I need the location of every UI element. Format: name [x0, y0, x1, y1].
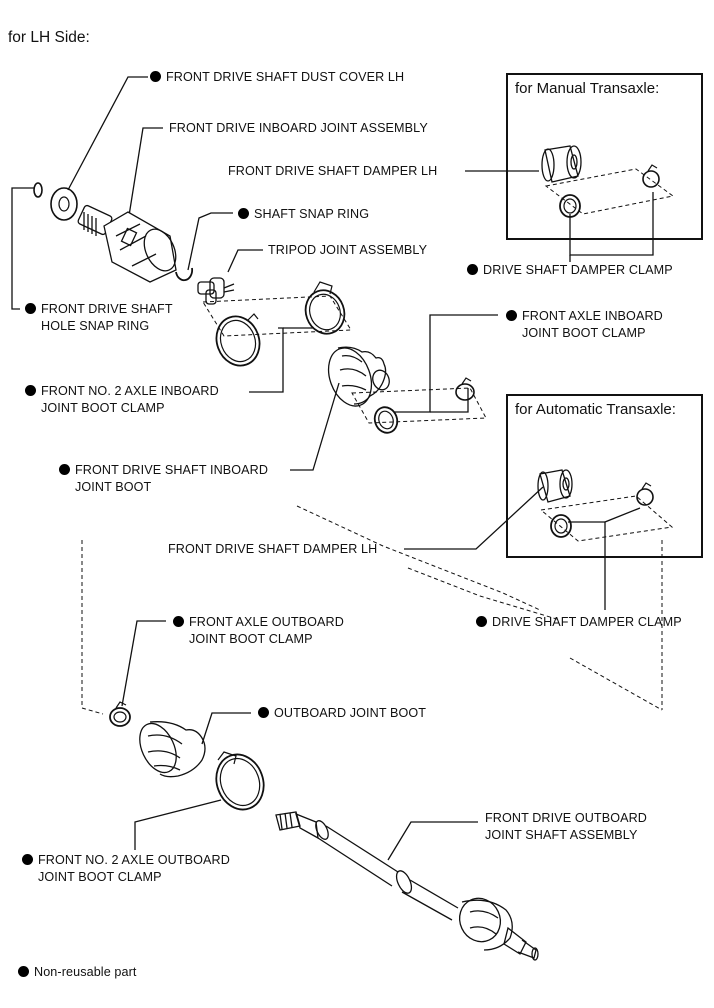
label-text: HOLE SNAP RING — [41, 319, 150, 333]
axle-outboard-clamp-part — [109, 701, 131, 727]
axle-inboard-clamp-part — [304, 281, 346, 335]
label-inboard-boot: FRONT DRIVE SHAFT INBOARD JOINT BOOT — [59, 462, 268, 496]
no2-outboard-clamp-part — [215, 751, 265, 811]
non-reusable-dot-icon — [173, 616, 184, 627]
label-text: DRIVE SHAFT DAMPER CLAMP — [492, 615, 682, 629]
label-text: FRONT DRIVE SHAFT — [41, 302, 173, 316]
label-text: FRONT DRIVE OUTBOARD — [485, 811, 647, 825]
label-text: FRONT DRIVE SHAFT INBOARD — [75, 463, 269, 477]
manual-damper-clamp-part — [559, 194, 581, 218]
leader-lines — [11, 76, 654, 861]
inboard-joint-part — [77, 204, 177, 283]
label-text: FRONT AXLE INBOARD — [522, 309, 663, 323]
non-reusable-dot-icon — [238, 208, 249, 219]
non-reusable-dot-icon — [25, 303, 36, 314]
label-text: JOINT SHAFT ASSEMBLY — [485, 828, 638, 842]
label-text: FRONT DRIVE SHAFT DAMPER LH — [168, 542, 378, 556]
outboard-joint-boot-part — [139, 721, 206, 778]
label-damper-lh-auto: FRONT DRIVE SHAFT DAMPER LH — [168, 541, 377, 558]
label-text: FRONT AXLE OUTBOARD — [189, 615, 344, 629]
automatic-transaxle-title: for Automatic Transaxle: — [515, 401, 676, 418]
non-reusable-dot-icon — [476, 616, 487, 627]
label-axle-outboard-clamp: FRONT AXLE OUTBOARD JOINT BOOT CLAMP — [173, 614, 344, 648]
non-reusable-dot-icon — [258, 707, 269, 718]
manual-transaxle-box: for Manual Transaxle: — [506, 73, 703, 240]
label-text: JOINT BOOT CLAMP — [41, 401, 165, 415]
label-text: JOINT BOOT CLAMP — [522, 326, 646, 340]
auto-damper-clamp-part — [550, 514, 572, 538]
diagram-heading: for LH Side: — [8, 29, 90, 46]
label-no2-inboard-clamp: FRONT NO. 2 AXLE INBOARD JOINT BOOT CLAM… — [25, 383, 219, 417]
auto-damper-part — [537, 469, 573, 503]
label-text: OUTBOARD JOINT BOOT — [274, 706, 427, 720]
label-tripod-joint: TRIPOD JOINT ASSEMBLY — [268, 242, 427, 259]
label-damper-lh-manual: FRONT DRIVE SHAFT DAMPER LH — [228, 163, 437, 180]
non-reusable-dot-icon — [59, 464, 70, 475]
non-reusable-dot-icon — [506, 310, 517, 321]
label-text: JOINT BOOT CLAMP — [38, 870, 162, 884]
label-outboard-boot: OUTBOARD JOINT BOOT — [258, 705, 426, 722]
non-reusable-dot-icon — [18, 966, 29, 977]
axle-inboard-small-clamp-part — [373, 406, 399, 434]
no2-inboard-clamp-part — [215, 313, 261, 367]
hole-snap-ring-part — [33, 182, 43, 198]
label-text: TRIPOD JOINT ASSEMBLY — [268, 243, 428, 257]
non-reusable-dot-icon — [150, 71, 161, 82]
label-text: FRONT DRIVE SHAFT DUST COVER LH — [166, 70, 405, 84]
label-text: JOINT BOOT — [75, 480, 152, 494]
legend-text: Non-reusable part — [34, 965, 137, 979]
auto-clip-part — [636, 482, 654, 506]
tripod-joint-part — [197, 277, 235, 305]
label-text: SHAFT SNAP RING — [254, 207, 370, 221]
outboard-shaft-part — [275, 811, 539, 961]
label-damper-clamp-auto: DRIVE SHAFT DAMPER CLAMP — [476, 614, 682, 631]
shaft-snap-ring-part — [175, 267, 194, 282]
label-outboard-shaft: FRONT DRIVE OUTBOARD JOINT SHAFT ASSEMBL… — [485, 810, 647, 844]
label-axle-inboard-clamp: FRONT AXLE INBOARD JOINT BOOT CLAMP — [506, 308, 663, 342]
label-damper-clamp-manual: DRIVE SHAFT DAMPER CLAMP — [467, 262, 673, 279]
axle-inboard-clip-part — [455, 377, 475, 401]
label-hole-snap-ring: FRONT DRIVE SHAFT HOLE SNAP RING — [25, 301, 173, 335]
non-reusable-dot-icon — [22, 854, 33, 865]
manual-transaxle-title: for Manual Transaxle: — [515, 80, 660, 97]
label-dust-cover: FRONT DRIVE SHAFT DUST COVER LH — [150, 69, 404, 86]
label-shaft-snap-ring: SHAFT SNAP RING — [238, 206, 369, 223]
manual-clip-part — [642, 164, 660, 188]
label-no2-outboard-clamp: FRONT NO. 2 AXLE OUTBOARD JOINT BOOT CLA… — [22, 852, 230, 886]
label-text: FRONT DRIVE INBOARD JOINT ASSEMBLY — [169, 121, 428, 135]
inboard-joint-boot-part — [327, 346, 390, 407]
label-text: FRONT DRIVE SHAFT DAMPER LH — [228, 164, 438, 178]
dust-cover-part — [50, 187, 78, 221]
label-text: JOINT BOOT CLAMP — [189, 632, 313, 646]
legend: Non-reusable part — [18, 964, 137, 981]
manual-damper-part — [541, 145, 582, 183]
non-reusable-dot-icon — [25, 385, 36, 396]
non-reusable-dot-icon — [467, 264, 478, 275]
label-text: FRONT NO. 2 AXLE OUTBOARD — [38, 853, 230, 867]
label-text: FRONT NO. 2 AXLE INBOARD — [41, 384, 219, 398]
label-inboard-joint-assembly: FRONT DRIVE INBOARD JOINT ASSEMBLY — [169, 120, 428, 137]
label-text: DRIVE SHAFT DAMPER CLAMP — [483, 263, 673, 277]
